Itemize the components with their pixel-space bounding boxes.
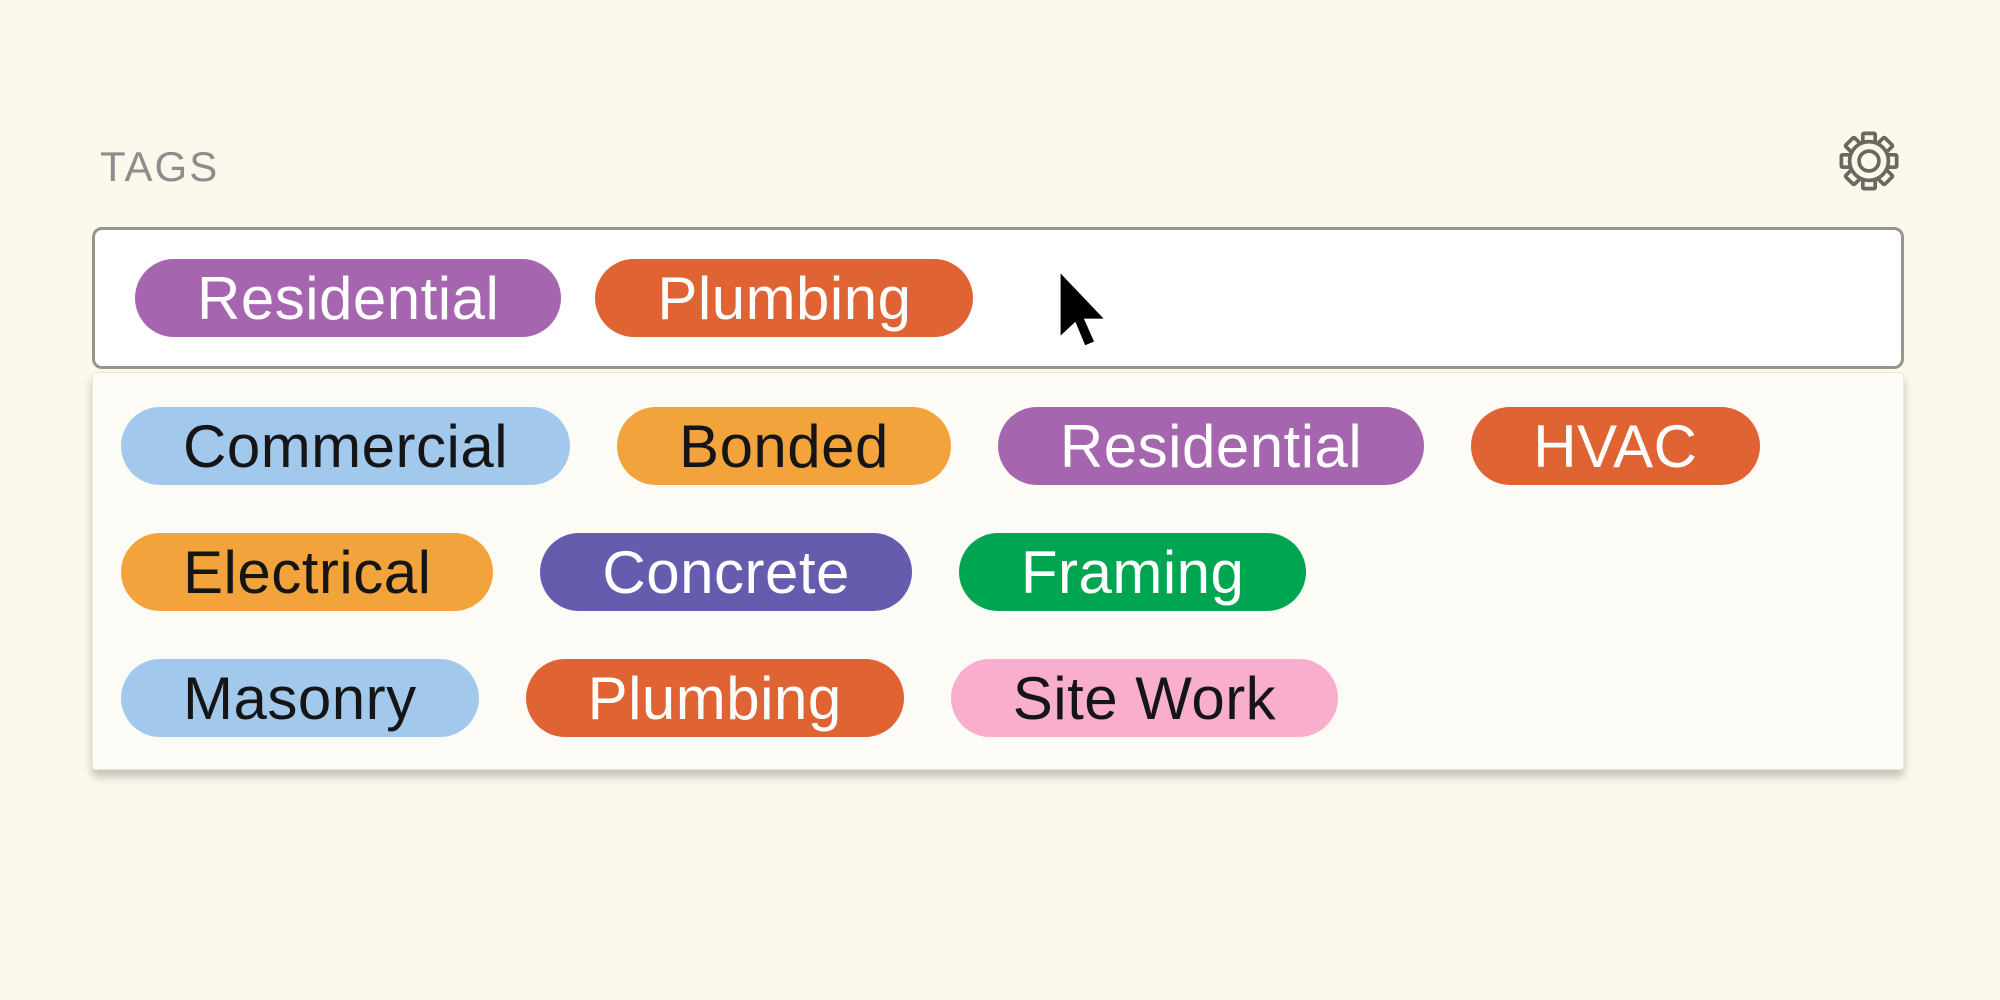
selected-tag-pill[interactable]: Plumbing bbox=[595, 259, 974, 337]
tag-row: Commercial Bonded Residential HVAC bbox=[121, 407, 1875, 485]
settings-button[interactable] bbox=[1836, 128, 1902, 194]
tag-dropdown-panel: Commercial Bonded Residential HVAC Electrica… bbox=[92, 372, 1904, 770]
tag-option-pill[interactable]: Bonded bbox=[617, 407, 951, 485]
gear-icon bbox=[1839, 131, 1899, 191]
tag-option-pill[interactable]: Commercial bbox=[121, 407, 571, 485]
tag-option-pill[interactable]: Masonry bbox=[121, 659, 479, 737]
tag-option-pill[interactable]: HVAC bbox=[1471, 407, 1760, 485]
tag-input-field[interactable]: Residential Plumbing bbox=[92, 227, 1904, 369]
tag-option-pill[interactable]: Plumbing bbox=[525, 659, 904, 737]
tag-option-pill[interactable]: Concrete bbox=[540, 533, 912, 611]
tag-row: Electrical Concrete Framing bbox=[121, 533, 1875, 611]
tag-option-pill[interactable]: Site Work bbox=[950, 659, 1339, 737]
tag-option-pill[interactable]: Framing bbox=[958, 533, 1307, 611]
selected-tag-pill[interactable]: Residential bbox=[135, 259, 562, 337]
tag-row: Masonry Plumbing Site Work bbox=[121, 659, 1875, 737]
tags-section-label: TAGS bbox=[100, 143, 220, 190]
tag-option-pill[interactable]: Electrical bbox=[121, 533, 494, 611]
tag-option-pill[interactable]: Residential bbox=[997, 407, 1425, 485]
